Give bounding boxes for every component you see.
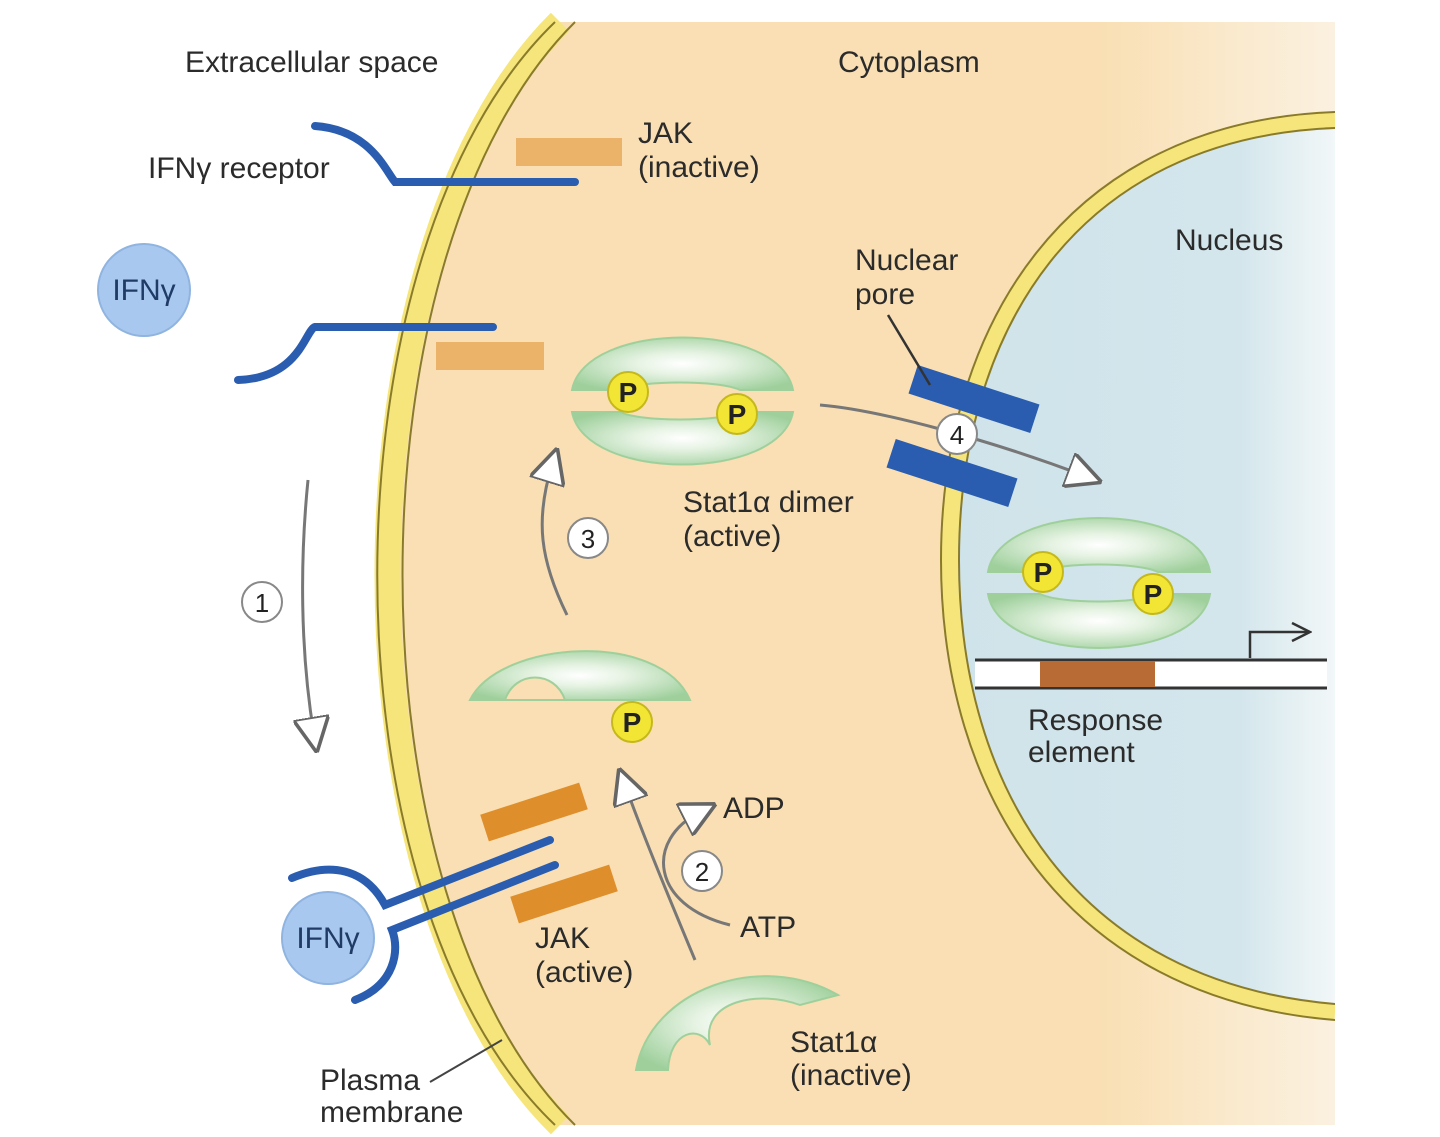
membrane-label-1: Plasma: [320, 1064, 420, 1097]
phosphate-nuclear-1-label: P: [1034, 557, 1053, 588]
stat1a-phosphorylated: [468, 650, 692, 701]
nuclear-pore-label-1: Nuclear: [855, 244, 958, 277]
ifng-ligand-bound: [281, 891, 375, 985]
atp-to-adp-arrow: [662, 812, 731, 927]
nuclear-envelope: [941, 112, 1335, 1020]
step2-number: 2: [695, 857, 709, 887]
ifng-ligand-free-label: IFNγ: [112, 274, 175, 307]
step1-badge: [241, 581, 283, 623]
step3-arrow: [542, 465, 569, 616]
nucleus-label: Nucleus: [1175, 224, 1283, 257]
ifng-ligand-bound-label: IFNγ: [296, 922, 359, 955]
nuclear-pore-label-2: pore: [855, 278, 915, 311]
jak-active-upper: [480, 782, 588, 842]
phosphate-nuclear-2-label: P: [1144, 579, 1163, 610]
membrane-pointer: [429, 1039, 503, 1083]
step1-arrow: [303, 479, 314, 735]
dna-strand: [975, 658, 1327, 690]
dimer-label-1: Stat1α dimer: [683, 486, 854, 519]
ifng-receptor-top: [311, 122, 579, 186]
jak-inactive-top: [516, 138, 622, 166]
phosphate-dimer-1: [607, 371, 649, 413]
jak-inactive-middle: [436, 342, 544, 370]
response-element-label-1: Response: [1028, 704, 1163, 737]
step3-number: 3: [581, 524, 595, 554]
stat1a-inactive: [634, 975, 841, 1071]
step4-badge: [936, 413, 978, 455]
phosphate-dimer-2-label: P: [728, 399, 747, 430]
phosphate-nuclear-2: [1132, 573, 1174, 615]
stat-inactive-label-1: Stat1α: [790, 1026, 877, 1059]
phosphate-monomer-label: P: [623, 707, 642, 738]
phosphate-nuclear-1: [1022, 551, 1064, 593]
step1-number: 1: [255, 588, 269, 618]
ifng-ligand-free: [97, 243, 191, 337]
jak-inactive-label-1: JAK: [638, 117, 693, 150]
jak-inactive-label-2: (inactive): [638, 151, 760, 184]
step3-badge: [567, 517, 609, 559]
nuclear-pore-lower: [886, 438, 1018, 508]
cytoplasm-label: Cytoplasm: [838, 46, 980, 79]
adp-label: ADP: [723, 792, 785, 825]
transcription-start-arrow: [1248, 632, 1308, 658]
phosphate-dimer-2: [716, 393, 758, 435]
phosphate-monomer: [611, 701, 653, 743]
jak-active-label-2: (active): [535, 956, 633, 989]
jak-active-label-1: JAK: [535, 922, 590, 955]
extracellular-label: Extracellular space: [185, 46, 438, 79]
ifng-receptor-bound-upper: [288, 836, 554, 911]
response-element-box: [1040, 661, 1155, 687]
jak-active-lower: [510, 864, 618, 924]
step4-number: 4: [950, 420, 964, 450]
step2-badge: [681, 850, 723, 892]
ifng-receptor-middle: [234, 323, 497, 384]
ifng-receptor-bound-lower: [351, 861, 559, 1004]
nuclear-pore-upper: [908, 364, 1040, 434]
phosphate-dimer-1-label: P: [619, 377, 638, 408]
membrane-label-2: membrane: [320, 1096, 463, 1129]
stat-inactive-label-2: (inactive): [790, 1059, 912, 1092]
receptor-label: IFNγ receptor: [148, 152, 330, 185]
step2-arrow: [625, 785, 697, 961]
atp-label: ATP: [740, 911, 796, 944]
response-element-label-2: element: [1028, 736, 1135, 769]
dimer-label-2: (active): [683, 520, 781, 553]
plasma-membrane: [374, 12, 570, 1135]
nuclear-pore-pointer: [886, 314, 932, 386]
